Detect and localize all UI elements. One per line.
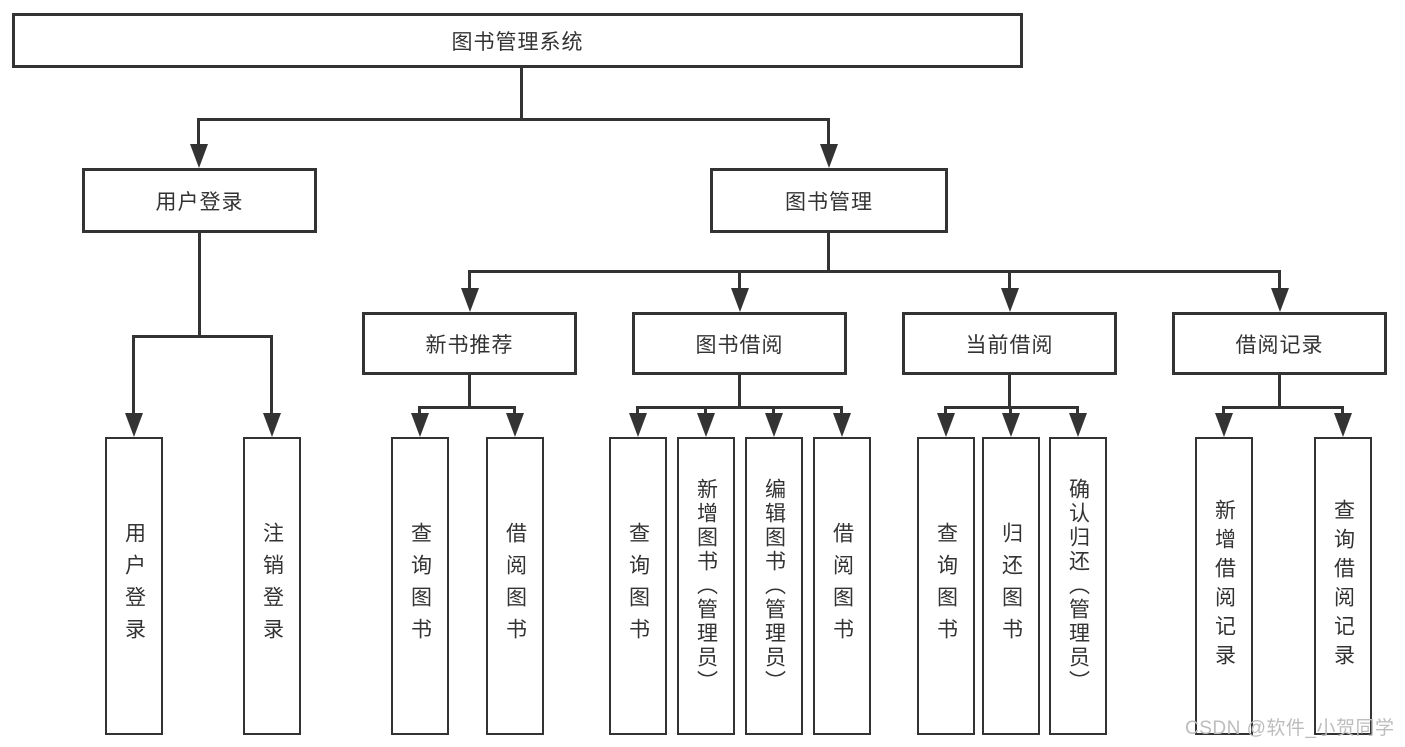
- leaf-edit-books-admin: 编辑图书（管理员）: [745, 437, 803, 735]
- leaf-recommend-query-books: 查询图书: [391, 437, 449, 735]
- arrowhead-down-icon: [506, 413, 524, 437]
- connector-line: [132, 335, 135, 415]
- node-new-book-recommend: 新书推荐: [362, 312, 577, 375]
- connector-line: [944, 406, 947, 416]
- arrowhead-down-icon: [1001, 288, 1019, 312]
- connector-line: [468, 270, 1281, 273]
- leaf-recommend-borrow-books-label: 借阅图书: [503, 522, 527, 650]
- connector-line: [1278, 375, 1281, 408]
- connector-line: [1008, 270, 1011, 290]
- connector-line: [520, 68, 523, 121]
- node-book-management-label: 图书管理: [785, 190, 873, 214]
- connector-line: [197, 118, 830, 121]
- leaf-current-query-books-label: 查询图书: [934, 522, 958, 650]
- leaf-add-books-admin-label: 新增图书（管理员）: [694, 478, 718, 694]
- leaf-borrow-books: 借阅图书: [813, 437, 871, 735]
- node-book-borrow: 图书借阅: [632, 312, 847, 375]
- leaf-borrow-query-books: 查询图书: [609, 437, 667, 735]
- node-user-login-label: 用户登录: [155, 190, 244, 214]
- leaf-logout: 注销登录: [243, 437, 301, 735]
- arrowhead-down-icon: [1334, 413, 1352, 437]
- connector-line: [840, 406, 843, 416]
- connector-line: [1008, 375, 1011, 408]
- leaf-confirm-return-admin-label: 确认归还（管理员）: [1066, 478, 1090, 694]
- leaf-return-books-label: 归还图书: [999, 522, 1023, 650]
- connector-line: [418, 406, 421, 416]
- connector-line: [468, 270, 471, 290]
- leaf-borrow-query-books-label: 查询图书: [626, 522, 650, 650]
- connector-line: [738, 270, 741, 290]
- leaf-user-login: 用户登录: [105, 437, 163, 735]
- leaf-add-borrow-record-label: 新增借阅记录: [1212, 499, 1236, 673]
- arrowhead-down-icon: [1002, 413, 1020, 437]
- leaf-current-query-books: 查询图书: [917, 437, 975, 735]
- connector-line: [132, 335, 273, 338]
- node-current-borrow-label: 当前借阅: [965, 333, 1054, 357]
- node-current-borrow: 当前借阅: [902, 312, 1117, 375]
- connector-line: [1009, 406, 1012, 416]
- arrowhead-down-icon: [820, 144, 838, 168]
- connector-line: [468, 375, 471, 408]
- node-root: 图书管理系统: [12, 13, 1023, 68]
- node-book-management: 图书管理: [710, 168, 948, 233]
- leaf-query-borrow-record: 查询借阅记录: [1314, 437, 1372, 735]
- node-borrow-records: 借阅记录: [1172, 312, 1387, 375]
- arrowhead-down-icon: [1069, 413, 1087, 437]
- arrowhead-down-icon: [833, 413, 851, 437]
- node-user-login: 用户登录: [82, 168, 317, 233]
- node-new-book-recommend-label: 新书推荐: [425, 333, 514, 357]
- arrowhead-down-icon: [1215, 413, 1233, 437]
- arrowhead-down-icon: [731, 288, 749, 312]
- arrowhead-down-icon: [697, 413, 715, 437]
- arrowhead-down-icon: [190, 144, 208, 168]
- connector-line: [1076, 406, 1079, 416]
- connector-line: [418, 406, 516, 409]
- csdn-watermark: CSDN @软件_小贺同学: [1185, 718, 1395, 739]
- connector-line: [772, 406, 775, 416]
- connector-line: [270, 335, 273, 415]
- arrowhead-down-icon: [263, 413, 281, 437]
- leaf-confirm-return-admin: 确认归还（管理员）: [1049, 437, 1107, 735]
- connector-line: [1341, 406, 1344, 416]
- leaf-logout-label: 注销登录: [260, 522, 284, 650]
- connector-line: [197, 118, 200, 146]
- connector-line: [827, 118, 830, 146]
- connector-line: [636, 406, 843, 409]
- arrowhead-down-icon: [765, 413, 783, 437]
- connector-line: [1222, 406, 1225, 416]
- node-borrow-records-label: 借阅记录: [1235, 333, 1324, 357]
- leaf-user-login-label: 用户登录: [122, 522, 146, 650]
- leaf-query-borrow-record-label: 查询借阅记录: [1331, 499, 1355, 673]
- leaf-add-borrow-record: 新增借阅记录: [1195, 437, 1253, 735]
- arrowhead-down-icon: [629, 413, 647, 437]
- node-root-label: 图书管理系统: [451, 30, 584, 54]
- arrowhead-down-icon: [461, 288, 479, 312]
- connector-line: [738, 375, 741, 408]
- leaf-add-books-admin: 新增图书（管理员）: [677, 437, 735, 735]
- arrowhead-down-icon: [125, 413, 143, 437]
- connector-line: [1222, 406, 1344, 409]
- arrowhead-down-icon: [1271, 288, 1289, 312]
- leaf-recommend-query-books-label: 查询图书: [408, 522, 432, 650]
- leaf-borrow-books-label: 借阅图书: [830, 522, 854, 650]
- connector-line: [704, 406, 707, 416]
- connector-line: [198, 233, 201, 335]
- connector-line: [1278, 270, 1281, 290]
- connector-line: [636, 406, 639, 416]
- arrowhead-down-icon: [411, 413, 429, 437]
- arrowhead-down-icon: [937, 413, 955, 437]
- node-book-borrow-label: 图书借阅: [695, 333, 784, 357]
- connector-line: [513, 406, 516, 416]
- leaf-return-books: 归还图书: [982, 437, 1040, 735]
- leaf-recommend-borrow-books: 借阅图书: [486, 437, 544, 735]
- leaf-edit-books-admin-label: 编辑图书（管理员）: [762, 478, 786, 694]
- connector-line: [827, 233, 830, 272]
